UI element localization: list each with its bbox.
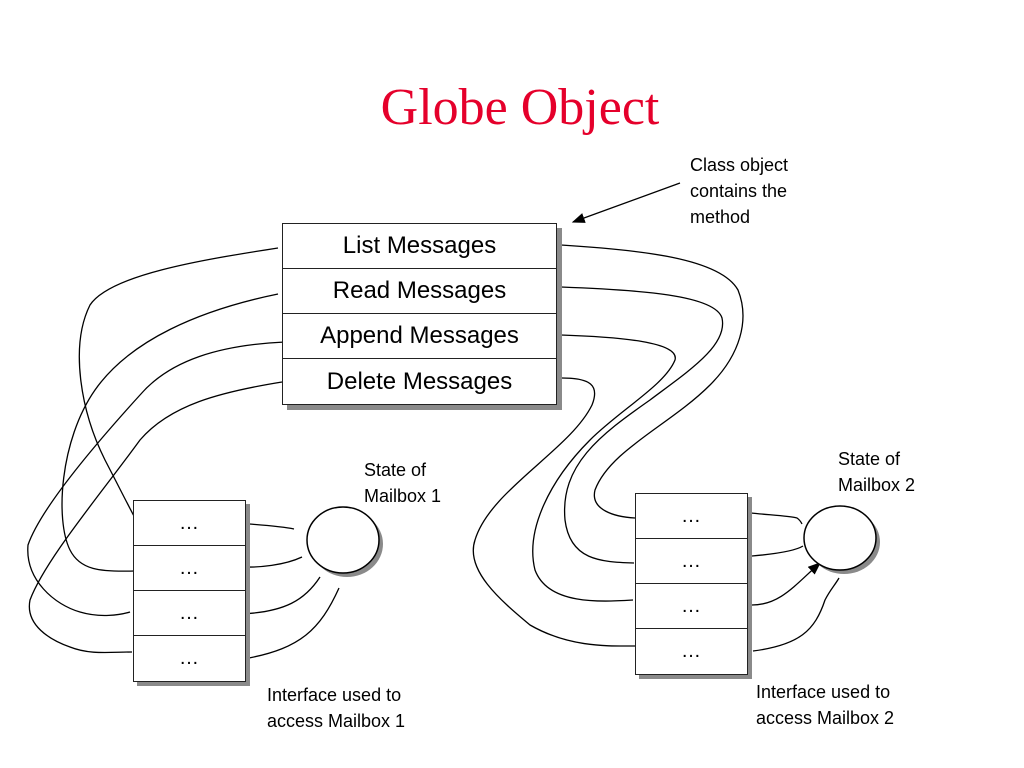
connector-iface1-row3-to-state bbox=[240, 576, 321, 615]
interface-2-row[interactable]: … bbox=[636, 494, 747, 539]
state-label-mailbox-2: State of Mailbox 2 bbox=[838, 449, 916, 495]
connector-iface2-row2-to-state bbox=[751, 545, 804, 557]
interface-box-mailbox-1: … … … … bbox=[133, 500, 246, 682]
state-circle-mailbox-2 bbox=[803, 505, 877, 571]
interface-label-mailbox-1: Interface used to access Mailbox 1 bbox=[267, 685, 406, 731]
connector-delete-to-iface2-row4 bbox=[472, 377, 636, 647]
interface-2-row[interactable]: … bbox=[681, 640, 702, 662]
annotation-arrow bbox=[571, 182, 681, 223]
interface-2-row[interactable]: … bbox=[636, 584, 747, 629]
connector-delete-to-iface1-row4 bbox=[28, 381, 283, 654]
class-object-annotation: Class object contains the method bbox=[690, 155, 789, 227]
connector-iface1-row4-to-state bbox=[248, 587, 340, 659]
connector-append-to-iface1-row3 bbox=[27, 341, 286, 617]
interface-label-mailbox-2: Interface used to access Mailbox 2 bbox=[756, 682, 895, 728]
connector-list-to-iface2-row1 bbox=[560, 244, 744, 519]
interface-2-row[interactable]: … bbox=[636, 539, 747, 584]
interface-1-row[interactable]: … bbox=[134, 546, 245, 591]
page-title: Globe Object bbox=[380, 79, 660, 136]
connector-read-to-iface2-row2 bbox=[560, 286, 724, 564]
method-read-messages[interactable]: Read Messages bbox=[283, 269, 556, 314]
connector-iface2-row1-to-state bbox=[750, 512, 803, 525]
connector-read-to-iface1-row2 bbox=[61, 293, 279, 572]
connector-iface2-row3-to-state bbox=[751, 562, 821, 606]
state-label-mailbox-1: State of Mailbox 1 bbox=[364, 460, 442, 506]
method-delete-messages[interactable]: Delete Messages bbox=[326, 367, 513, 395]
interface-1-row[interactable]: … bbox=[134, 501, 245, 546]
state-circle-mailbox-1 bbox=[306, 506, 380, 574]
class-object-method-box: List Messages Read Messages Append Messa… bbox=[282, 223, 557, 405]
interface-1-row[interactable]: … bbox=[134, 591, 245, 636]
method-append-messages[interactable]: Append Messages bbox=[283, 314, 556, 359]
connector-list-to-iface1-row1 bbox=[78, 247, 279, 519]
connector-iface2-row4-to-state bbox=[752, 577, 840, 652]
interface-1-row[interactable]: … bbox=[179, 647, 200, 669]
interface-box-mailbox-2: … … … … bbox=[635, 493, 748, 675]
connector-append-to-iface2-row3 bbox=[532, 334, 676, 602]
method-list-messages[interactable]: List Messages bbox=[283, 224, 556, 269]
